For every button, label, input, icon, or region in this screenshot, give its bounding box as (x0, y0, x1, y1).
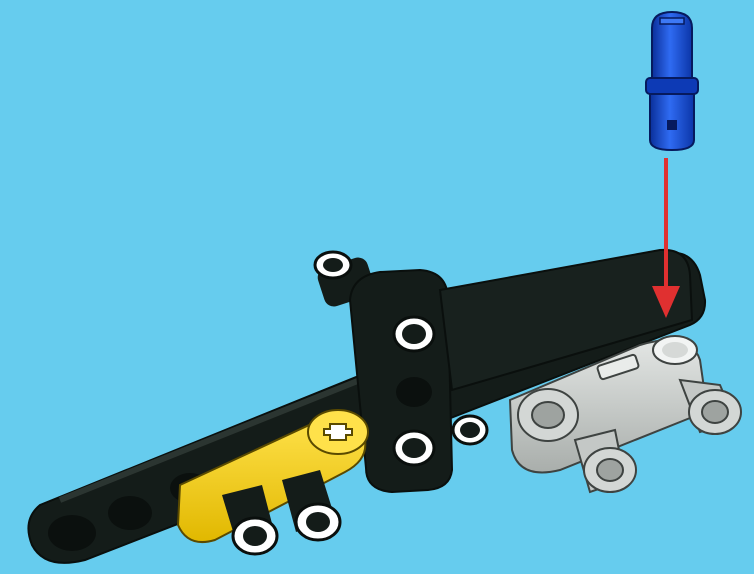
pin-hole (396, 377, 432, 407)
pin-hole (453, 416, 487, 444)
axle-pin-blue (646, 12, 698, 150)
pin-hole (394, 431, 434, 465)
grey-pin (518, 389, 578, 441)
pin-hole (394, 317, 434, 351)
